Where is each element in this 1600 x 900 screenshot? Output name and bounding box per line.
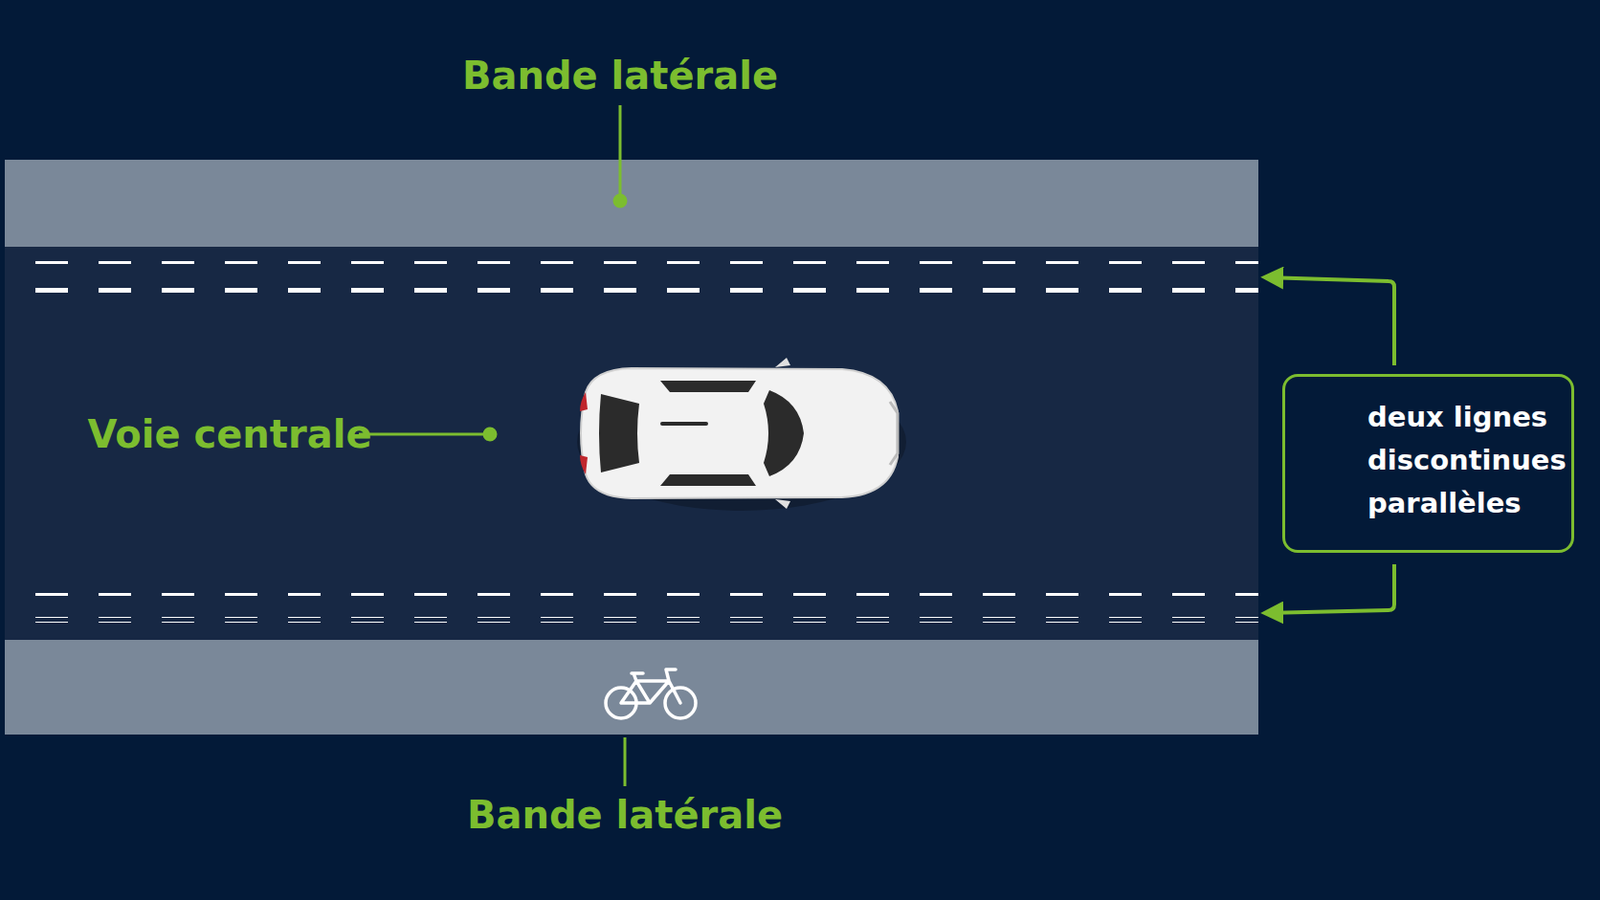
info-box: deux lignes discontinues parallèles — [1282, 374, 1575, 554]
side-band — [4, 640, 1259, 735]
central-lane — [4, 246, 1259, 641]
leader-lines — [358, 105, 626, 787]
dashed-lines — [35, 261, 1259, 623]
part-label: Voie centrale — [87, 412, 372, 457]
part-label: Bande latérale — [462, 53, 778, 98]
car — [577, 357, 907, 512]
bicycle-symbol — [605, 669, 696, 719]
side-band — [4, 159, 1259, 247]
info-text: deux lignes discontinues parallèles — [1367, 396, 1560, 526]
part-label: Bande latérale — [466, 793, 783, 838]
